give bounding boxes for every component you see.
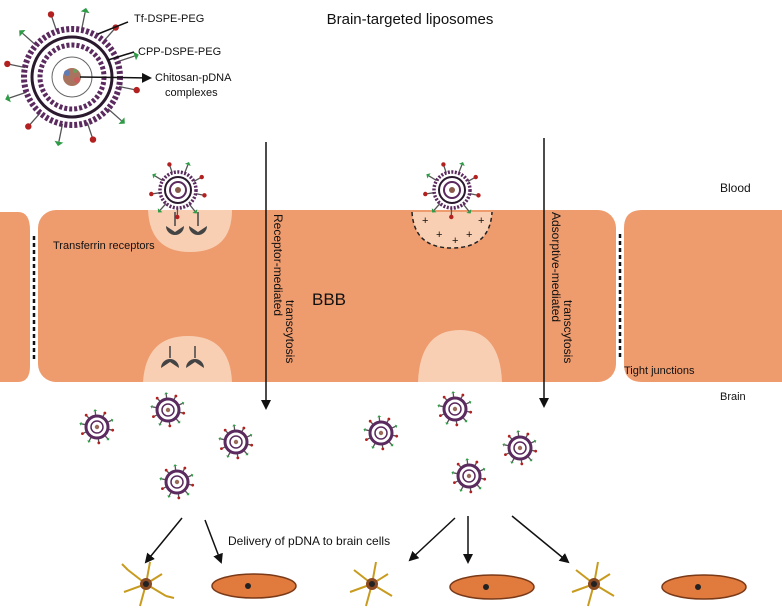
legend-pointer-cpp [107, 51, 135, 61]
liposome-icon [149, 162, 207, 220]
receptor-pathway-label-1: Receptor-mediated [271, 214, 285, 316]
vesicle-bottom-left [143, 336, 232, 382]
vesicle-top-left [148, 210, 232, 252]
adsorptive-pathway-label-1: Adsorptive-mediated [549, 212, 563, 322]
svg-text:+: + [452, 235, 458, 247]
neuron-cell-icon [661, 574, 747, 600]
svg-text:+: + [478, 215, 484, 227]
diagram-title: Brain-targeted liposomes [327, 11, 494, 28]
legend-tf-label: Tf-DSPE-PEG [134, 13, 204, 25]
receptor-pathway-label-2: transcytosis [283, 300, 297, 363]
neuron-cell-icon [211, 573, 297, 599]
adsorptive-pathway-label-2: transcytosis [561, 300, 575, 363]
bbb-label: BBB [312, 290, 346, 309]
astrocyte-icon [349, 561, 393, 607]
astrocyte-icon [121, 561, 175, 607]
liposome-icon [502, 430, 538, 466]
blood-label: Blood [720, 181, 751, 195]
liposome-icon [159, 464, 195, 500]
endothelial-cell-left [0, 212, 30, 382]
vesicle-top-right [412, 212, 492, 248]
legend-pointer-tf [97, 21, 129, 35]
liposome-icon [451, 458, 487, 494]
endothelial-cell-right [624, 210, 782, 382]
liposome-icon [363, 415, 399, 451]
astrocyte-icon [571, 561, 615, 607]
transferrin-receptor-icon [161, 346, 204, 368]
bbb-endothelium [0, 210, 782, 382]
liposome-icon [423, 162, 481, 220]
neuron-cell-icon [449, 574, 535, 600]
liposome-icon [437, 391, 473, 427]
delivery-arrow [204, 519, 223, 564]
liposome-icon [4, 7, 140, 147]
legend-chitosan-label: Chitosan-pDNA [155, 72, 232, 84]
transferrin-receptor-icon [166, 212, 207, 235]
delivery-arrow [511, 515, 570, 564]
brain-label: Brain [720, 391, 746, 403]
delivery-arrow [144, 517, 183, 564]
legend-chitosan-label-2: complexes [165, 87, 218, 99]
liposome-icon [218, 424, 254, 460]
tight-junctions-label: Tight junctions [624, 365, 695, 377]
legend-cpp-label: CPP-DSPE-PEG [138, 46, 221, 58]
delivery-label: Delivery of pDNA to brain cells [228, 534, 390, 548]
legend-pointer-chitosan [79, 72, 152, 83]
transferrin-receptors-label: Transferrin receptors [53, 240, 155, 252]
svg-text:+: + [436, 229, 442, 241]
svg-text:+: + [466, 229, 472, 241]
delivery-arrow [408, 517, 456, 562]
vesicle-bottom-right [418, 330, 502, 382]
cationic-charges: + + + + + [422, 215, 484, 247]
liposome-icon [150, 392, 186, 428]
liposome-icon [79, 409, 115, 445]
svg-text:+: + [422, 215, 428, 227]
